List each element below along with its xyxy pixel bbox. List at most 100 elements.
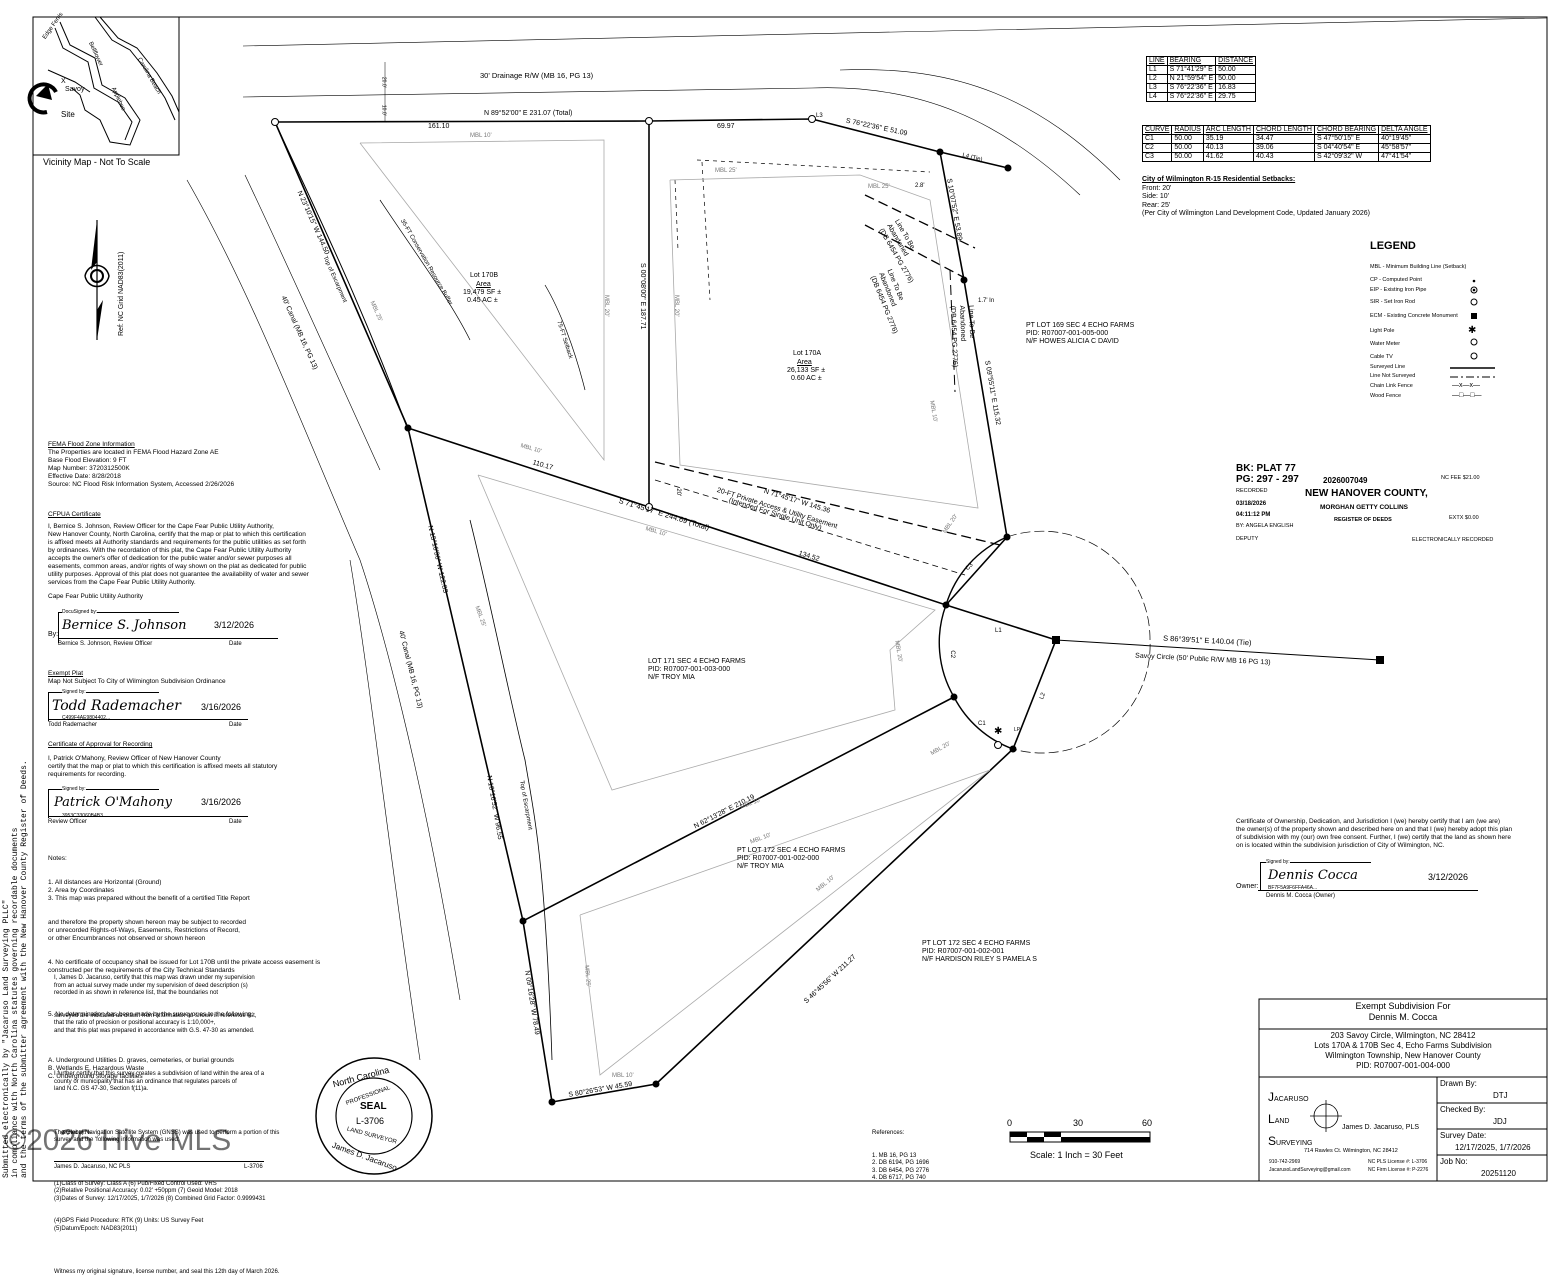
- title-line-2: Dennis M. Cocca: [1368, 1012, 1438, 1022]
- cfpua-name: Bernice S. Johnson, Review Officer: [58, 641, 153, 647]
- wood-fence-symbol: —□—□—: [1452, 392, 1482, 399]
- fema-block: FEMA Flood Zone Information The Properti…: [48, 441, 235, 488]
- legend-item: Surveyed Line: [1370, 364, 1406, 370]
- recording-electronic: ELECTRONICALLY RECORDED: [1412, 537, 1494, 543]
- boundary-lot172: [522, 748, 1014, 1103]
- signed-label: Signed by:: [62, 785, 86, 794]
- surveyor-sign-line: [54, 1161, 264, 1162]
- vicinity-caption: Vicinity Map - Not To Scale: [43, 157, 151, 167]
- title-block-frame: [1258, 998, 1548, 1182]
- recording-deputy: DEPUTY: [1236, 536, 1259, 542]
- signed-label: Signed by:: [62, 1130, 86, 1136]
- legend-item: Line Not Surveyed: [1370, 373, 1416, 379]
- exempt-signature-box: [48, 692, 159, 721]
- notes-block: Notes: 1. All distances are Horizontal (…: [48, 855, 321, 1080]
- firm-logo-l: LAND: [1268, 1112, 1290, 1126]
- curve-label: C1: [978, 721, 986, 727]
- approval-sign-line: [48, 816, 248, 817]
- drawn-by: DTJ: [1493, 1091, 1508, 1100]
- firm-license-2: NC Firm License #: P-2276: [1368, 1167, 1429, 1173]
- bearing-label: S 00°08'00" E 187.71: [639, 263, 646, 330]
- approval-signature-box: [48, 789, 159, 818]
- cfpua-signature: Bernice S. Johnson: [62, 618, 187, 633]
- address-3: Wilmington Township, New Hanover County: [1325, 1051, 1481, 1060]
- pid: PID: R07007-001-004-000: [1356, 1061, 1450, 1070]
- recording-register-title: REGISTER OF DEEDS: [1334, 517, 1392, 523]
- surveyor-certificate: I, James D. Jacaruso, certify that this …: [54, 975, 280, 1275]
- survey-date: 12/17/2025, 1/7/2026: [1455, 1143, 1531, 1152]
- lot-170b-area-label: Area: [476, 281, 491, 288]
- firm-address: 714 Rawles Ct. Wilmington, NC 28412: [1304, 1148, 1398, 1154]
- north-arrow: [84, 220, 110, 340]
- legend-symbols: [1450, 279, 1495, 378]
- exempt-signature: Todd Rademacher: [52, 698, 181, 714]
- plat-drawing: [27, 16, 1548, 1182]
- sheet-border: [32, 16, 1548, 1182]
- owner-name: Dennis M. Cocca (Owner): [1266, 893, 1336, 899]
- cfpua-block: CFPUA Certificate I, Bernice S. Johnson,…: [48, 511, 309, 600]
- legend-item: Chain Link Fence: [1370, 383, 1413, 389]
- dim-label: 69.97: [717, 123, 735, 130]
- recording-by: BY: ANGELA ENGLISH: [1236, 523, 1294, 529]
- lot-170b-ac: 0.45 AC ±: [467, 297, 498, 304]
- drainage-label: 30' Drainage R/W (MB 16, PG 13): [480, 71, 594, 80]
- line-label: L3: [816, 113, 823, 119]
- exempt-date: 3/16/2026: [201, 702, 242, 712]
- legend-item: CP - Computed Point: [1370, 277, 1422, 283]
- cfpua-sign-line: [58, 638, 278, 639]
- legend-item: ECM - Existing Concrete Monument: [1370, 313, 1458, 319]
- firm-logo-s: SURVEYING: [1268, 1134, 1313, 1148]
- firm-email: JacarusoLandSurveying@gmail.com: [1269, 1167, 1351, 1173]
- exempt-name: Todd Rademacher: [48, 722, 98, 728]
- legend-item: SIR - Set Iron Rod: [1370, 299, 1415, 305]
- firm-logo-j: JACARUSO: [1268, 1090, 1309, 1104]
- legend-item: Light Pole: [1370, 328, 1395, 334]
- dim-label: 1.7' In: [978, 298, 995, 304]
- exempt-sign-line: [48, 719, 248, 720]
- recording-fee: NC FEE $21.00: [1441, 475, 1480, 481]
- mbl-label: MBL 10': [612, 1073, 634, 1079]
- owner-id: BF7F5A9F6FFA46A...: [1268, 885, 1318, 891]
- owner-signature: Dennis Cocca: [1268, 868, 1358, 883]
- vicinity-label: Savoy: [65, 86, 85, 93]
- address-1: 203 Savoy Circle, Wilmington, NC 28412: [1330, 1031, 1476, 1040]
- recording-date: 03/18/2026: [1236, 501, 1267, 507]
- mbl-label: MBL 25': [715, 168, 737, 174]
- dim-label: 20': [675, 488, 682, 497]
- checked-by-label: Checked By:: [1440, 1105, 1486, 1114]
- line-label: L1: [995, 628, 1002, 634]
- approval-name: Review Officer: [48, 819, 87, 825]
- cfpua-signature-box: [58, 612, 179, 643]
- owner-date: 3/12/2026: [1428, 872, 1469, 882]
- scale-tick: 30: [1073, 1118, 1084, 1128]
- legend-item: Water Meter: [1370, 341, 1401, 347]
- dim-label: 2.8': [915, 183, 925, 189]
- exempt-id: C499F4AE9804402...: [62, 715, 111, 721]
- mbl-label: MBL 25': [583, 965, 591, 988]
- lot-170b-sf: 19,479 SF ±: [463, 289, 502, 296]
- compass-logo: [1310, 1100, 1342, 1132]
- scale-tick: 60: [1142, 1118, 1153, 1128]
- owner-sign-line: [1258, 890, 1478, 891]
- exempt-date-label: Date: [229, 722, 242, 728]
- legend-item: MBL - Minimum Building Line (Setback): [1370, 264, 1467, 270]
- signed-label: Signed by:: [1266, 858, 1290, 867]
- cfpua-date: 3/12/2026: [214, 620, 255, 630]
- recording-register: MORGHAN GETTY COLLINS: [1320, 504, 1408, 511]
- lot-170a-name: Lot 170A: [793, 350, 822, 357]
- recording-bk: BK: PLAT 77: [1236, 463, 1296, 474]
- recording-pg: PG: 297 - 297: [1236, 474, 1299, 485]
- mbl-label: MBL 10': [470, 133, 492, 139]
- seal-number: L-3706: [356, 1116, 385, 1126]
- owner-signature-box: [1260, 862, 1371, 891]
- approval-date: 3/16/2026: [201, 797, 242, 807]
- legend-item: EIP - Existing Iron Pipe: [1370, 287, 1427, 293]
- side-stamp: Submitted electronically by "Jacaruso La…: [2, 760, 29, 1178]
- job-no-label: Job No:: [1440, 1157, 1468, 1166]
